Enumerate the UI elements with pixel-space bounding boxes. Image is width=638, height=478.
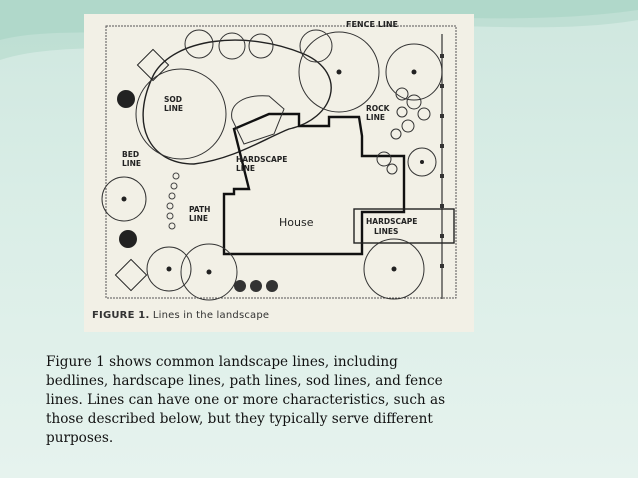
label-rock-1: ROCK bbox=[366, 104, 391, 113]
figure-caption-number: FIGURE 1. bbox=[92, 310, 150, 321]
body-paragraph: Figure 1 shows common landscape lines, i… bbox=[46, 354, 446, 446]
label-hardscape-b-2: LINES bbox=[374, 227, 398, 236]
label-path-1: PATH bbox=[189, 205, 210, 214]
landscape-diagram: FENCE LINE SOD LINE ROCK LINE BED LINE H… bbox=[101, 20, 457, 301]
figure-caption-title: Lines in the landscape bbox=[152, 310, 270, 321]
landscape-figure: FENCE LINE SOD LINE ROCK LINE BED LINE H… bbox=[84, 14, 474, 332]
label-fence-line: FENCE LINE bbox=[346, 20, 398, 29]
label-rock-2: LINE bbox=[366, 113, 385, 122]
label-house: House bbox=[279, 216, 314, 229]
figure-caption: FIGURE 1. Lines in the landscape bbox=[92, 310, 269, 321]
label-sod-2: LINE bbox=[164, 104, 183, 113]
label-hardscape-a-2: LINE bbox=[236, 164, 255, 173]
label-hardscape-b-1: HARDSCAPE bbox=[366, 217, 417, 226]
label-hardscape-a-1: HARDSCAPE bbox=[236, 155, 287, 164]
label-path-2: LINE bbox=[189, 214, 208, 223]
label-bed-2: LINE bbox=[122, 159, 141, 168]
label-sod-1: SOD bbox=[164, 95, 182, 104]
label-bed-1: BED bbox=[122, 150, 139, 159]
